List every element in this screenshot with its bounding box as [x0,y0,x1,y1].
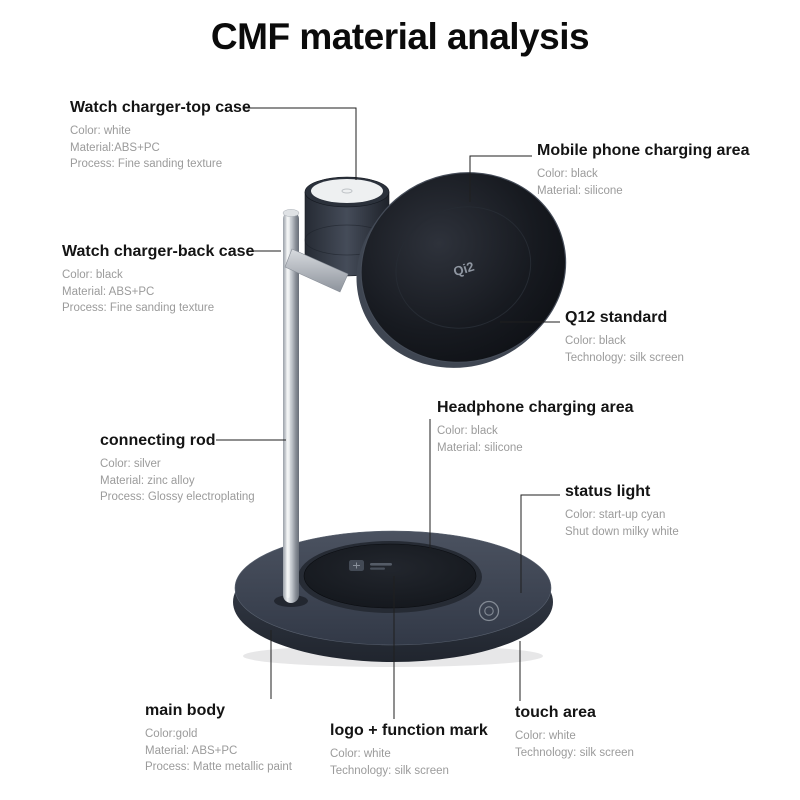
arm-bracket [284,248,349,293]
callout-detail: Material: silicone [437,441,523,454]
callout-title: Watch charger-back case [62,243,255,260]
callout-status-light: status light Color: start-up cyan Shut d… [565,483,679,540]
touch-swirl-icon [478,600,500,622]
callout-detail: Color: start-up cyan [565,509,666,521]
callout-q12-standard: Q12 standard Color: black Technology: si… [565,309,684,366]
callout-detail: Material: zinc alloy [100,474,195,487]
base-logo-function-mark [349,560,392,571]
callout-headphone-charging-area: Headphone charging area Color: black Mat… [437,399,634,456]
callout-detail: Color: silver [100,458,161,470]
callout-detail: Process: Glossy electroplating [100,491,255,504]
callout-detail: Color: black [437,425,498,437]
phone-charging-disc: Qi2 [356,172,567,368]
callout-watch-charger-back-case: Watch charger-back case Color: black Mat… [62,243,254,317]
callout-detail: Material: ABS+PC [62,285,155,298]
callout-detail: Process: Fine sanding texture [70,158,223,171]
callout-main-body: main body Color:gold Material: ABS+PC Pr… [145,702,292,776]
headphone-pad [298,541,482,613]
callout-logo-function-mark: logo + function mark Color: white Techno… [330,722,488,779]
callout-detail: Technology: silk screen [515,746,634,759]
line-status [520,494,560,593]
callout-title: logo + function mark [330,722,488,739]
callout-detail: Color: white [70,125,131,137]
callout-title: touch area [515,704,596,721]
callout-title: Watch charger-top case [70,99,251,116]
callout-detail: Technology: silk screen [565,351,684,364]
connecting-rod [274,209,308,607]
callout-detail: Material: ABS+PC [145,744,238,757]
callout-detail: Material:ABS+PC [70,141,160,154]
callout-detail: Process: Matte metallic paint [145,761,293,774]
callout-detail: Color: black [537,168,598,180]
callout-lines [216,107,560,719]
watch-charger-top-case [304,176,390,208]
callout-title: status light [565,483,651,500]
callout-detail: Color: white [515,730,576,742]
callout-title: connecting rod [100,432,216,449]
callout-detail: Process: Fine sanding texture [62,302,215,315]
callout-detail: Material: silicone [537,184,623,197]
callout-detail: Shut down milky white [565,525,679,538]
callout-title: Mobile phone charging area [537,142,750,159]
callout-detail: Color: black [62,269,123,281]
page-title: CMF material analysis [210,16,590,57]
callout-title: main body [145,702,226,719]
line-phone-area [469,155,532,202]
callout-mobile-phone-charging-area: Mobile phone charging area Color: black … [537,142,749,199]
callout-title: Q12 standard [565,309,668,326]
callout-detail: Color: white [330,748,391,760]
base [233,530,553,662]
callout-title: Headphone charging area [437,399,634,416]
qi2-logo: Qi2 [452,259,476,279]
line-watch-top-case [244,107,357,180]
callout-detail: Color:gold [145,728,198,740]
callout-detail: Color: black [565,335,626,347]
callout-touch-area: touch area Color: white Technology: silk… [515,704,634,761]
callout-watch-charger-top-case: Watch charger-top case Color: white Mate… [70,99,251,173]
callout-connecting-rod: connecting rod Color: silver Material: z… [100,432,255,506]
callout-detail: Technology: silk screen [330,764,449,777]
